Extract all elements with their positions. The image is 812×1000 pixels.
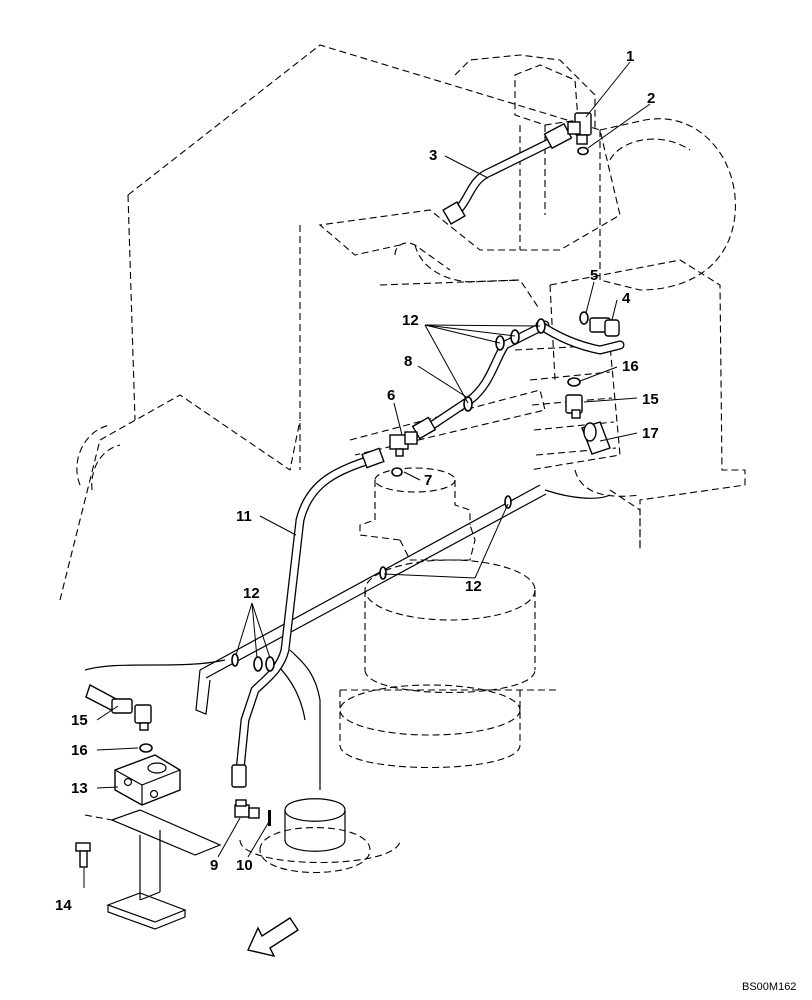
callout-8: 8 [404,353,412,370]
callout-17: 17 [642,425,659,442]
callout-labels: 1 2 3 4 5 6 7 8 9 10 11 12 12 12 13 14 1… [55,48,659,914]
leader-lines [83,61,651,888]
callout-2: 2 [647,90,655,107]
callout-12-right: 12 [465,578,482,595]
callout-11: 11 [236,508,252,525]
callout-12-left: 12 [243,585,260,602]
plug-10 [268,810,271,826]
fitting-9 [234,799,260,819]
bolt-14 [75,842,91,868]
callout-15-left: 15 [71,712,88,729]
swing-motor-outline [339,467,560,769]
front-direction-arrow-icon [247,917,299,958]
tee-fitting-6 [389,431,418,457]
o-ring-2 [577,146,589,156]
o-ring-5 [579,311,589,325]
return-pipe [84,484,611,790]
elbow-fitting-15-left [85,683,152,731]
clamps-12 [231,318,546,672]
hose-11 [231,447,385,788]
elbow-fitting-15-right [565,394,583,419]
mounting-bracket [84,809,222,930]
callout-6: 6 [387,387,395,404]
callout-16-left: 16 [71,742,88,759]
callout-5: 5 [590,267,598,284]
hose-8 [411,320,550,440]
callout-15-right: 15 [642,391,659,408]
drawing-code: BS00M162 [742,981,796,993]
filter-tank [239,798,401,874]
callout-16-right: 16 [622,358,639,375]
callout-12-upper: 12 [402,312,419,329]
callout-1: 1 [626,48,634,65]
callout-7: 7 [424,472,432,489]
hose-3 [442,122,573,225]
callout-14: 14 [55,897,72,914]
o-ring-16-right [567,377,581,387]
callout-10: 10 [236,857,253,874]
callout-9: 9 [210,857,218,874]
o-ring-7 [391,467,403,477]
adapter-17 [581,421,611,455]
callout-13: 13 [71,780,88,797]
callout-3: 3 [429,147,437,164]
manifold-block-13 [114,754,181,806]
o-ring-16-left [139,743,153,753]
elbow-fitting-1 [567,112,592,145]
callout-4: 4 [622,290,631,307]
